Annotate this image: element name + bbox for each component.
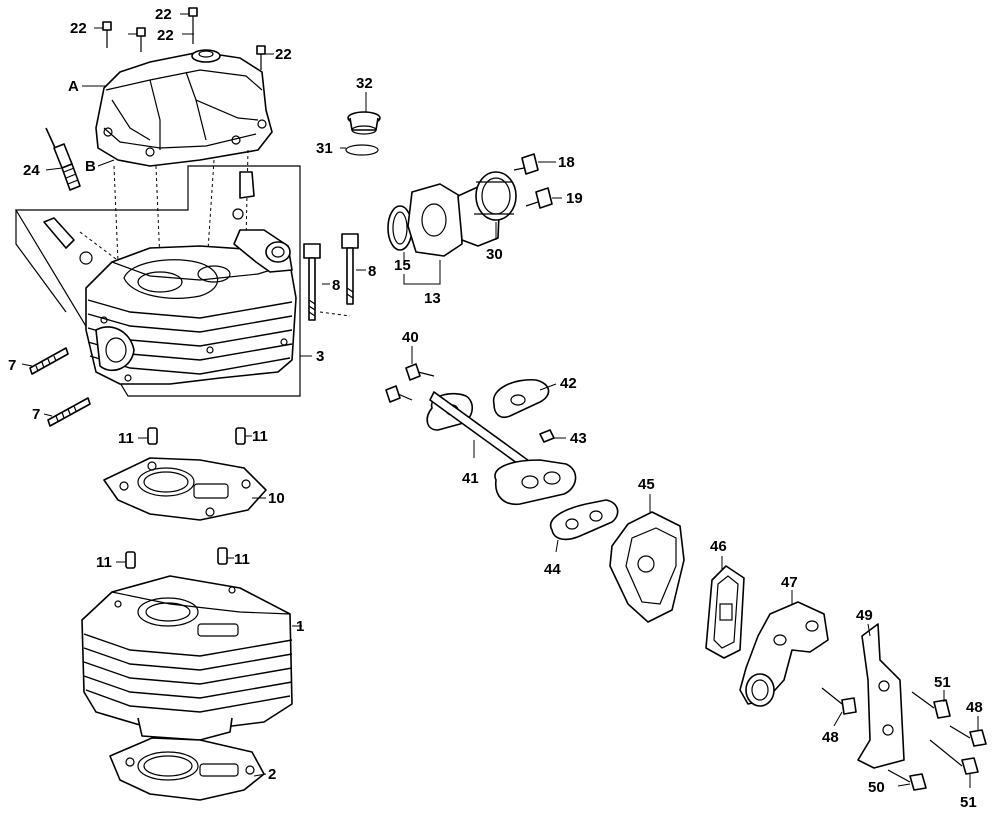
reed-valve-assembly xyxy=(609,511,829,707)
label-8: 8 xyxy=(368,263,376,280)
label-22: 22 xyxy=(155,6,172,23)
label-11: 11 xyxy=(96,554,112,571)
label-13: 13 xyxy=(424,290,441,307)
label-22: 22 xyxy=(157,27,174,44)
label-40: 40 xyxy=(402,329,419,346)
part-labels: 22 22 22 22 A B 24 32 31 18 19 30 15 13 … xyxy=(8,6,983,811)
label-48: 48 xyxy=(822,729,839,746)
spark-plug xyxy=(45,127,81,191)
label-1: 1 xyxy=(296,618,304,635)
label-2: 2 xyxy=(268,766,276,783)
cylinder-block xyxy=(81,575,293,741)
secondary-air-pipe xyxy=(385,363,619,541)
alignment-lines xyxy=(79,149,351,317)
base-gasket xyxy=(109,737,265,801)
valve-fittings xyxy=(43,171,255,265)
label-51: 51 xyxy=(934,674,951,691)
label-11: 11 xyxy=(252,428,268,445)
head-gasket xyxy=(103,457,267,521)
cylinder-head-cover xyxy=(95,49,273,167)
label-15: 15 xyxy=(394,257,411,274)
label-49: 49 xyxy=(856,607,873,624)
label-41: 41 xyxy=(462,470,479,487)
label-11: 11 xyxy=(234,551,250,568)
label-43: 43 xyxy=(570,430,587,447)
dowel-pins xyxy=(125,427,246,569)
label-7: 7 xyxy=(32,406,40,423)
oil-filler-cap xyxy=(345,111,381,156)
label-50: 50 xyxy=(868,779,885,796)
label-22: 22 xyxy=(70,20,87,37)
head-bolts xyxy=(303,233,359,321)
label-11: 11 xyxy=(118,430,134,447)
label-3: 3 xyxy=(316,348,324,365)
cover-bolts xyxy=(102,7,266,70)
mounting-bracket xyxy=(821,623,987,791)
label-b: B xyxy=(85,158,96,175)
label-32: 32 xyxy=(356,75,373,92)
label-19: 19 xyxy=(566,190,583,207)
label-a: A xyxy=(68,78,79,95)
label-8: 8 xyxy=(332,277,340,294)
label-18: 18 xyxy=(558,154,575,171)
cylinder-head xyxy=(14,165,301,397)
label-48: 48 xyxy=(966,699,983,716)
label-51: 51 xyxy=(960,794,977,811)
leader-lines xyxy=(21,13,979,788)
label-31: 31 xyxy=(316,140,333,157)
label-46: 46 xyxy=(710,538,727,555)
label-24: 24 xyxy=(23,162,40,179)
label-44: 44 xyxy=(544,561,561,578)
label-22: 22 xyxy=(275,46,292,63)
intake-manifold xyxy=(387,153,553,257)
label-10: 10 xyxy=(268,490,285,507)
label-45: 45 xyxy=(638,476,655,493)
label-42: 42 xyxy=(560,375,577,392)
label-47: 47 xyxy=(781,574,798,591)
label-30: 30 xyxy=(486,246,503,263)
label-7: 7 xyxy=(8,357,16,374)
studs xyxy=(29,347,91,427)
